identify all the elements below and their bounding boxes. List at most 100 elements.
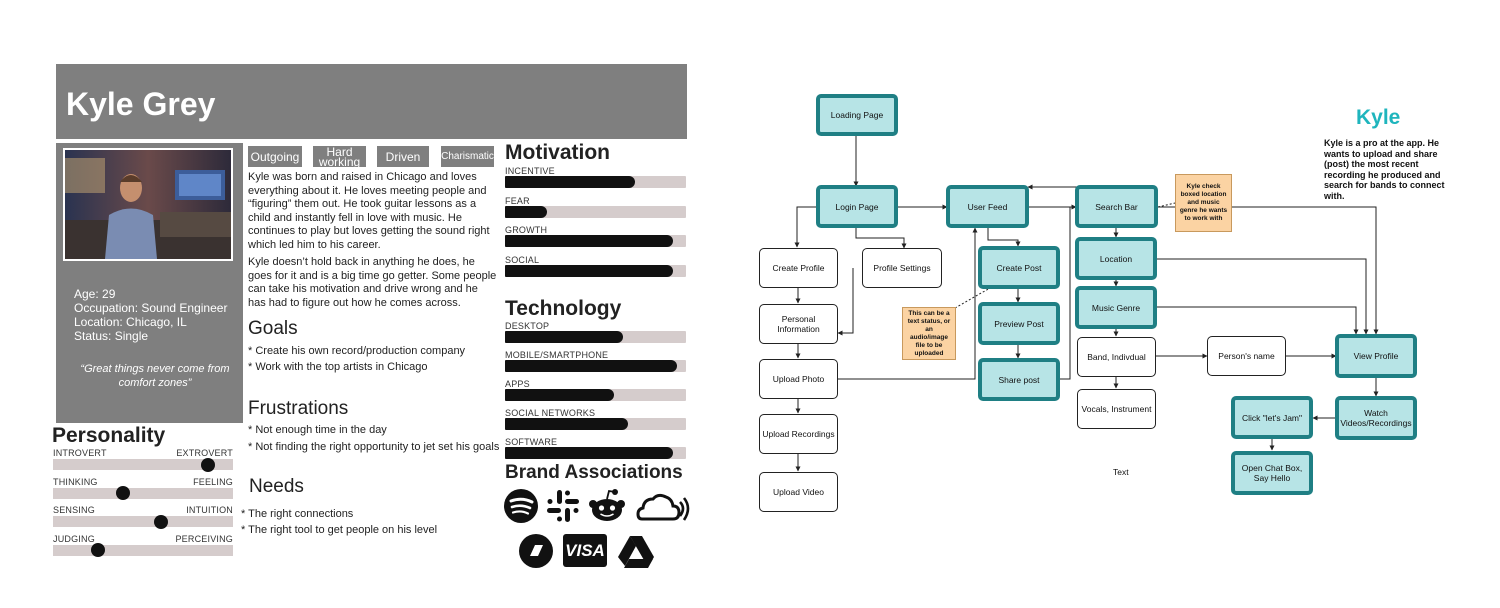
node-create-profile: Create Profile: [759, 248, 838, 288]
tag-outgoing: Outgoing: [248, 146, 302, 167]
spotify-icon: [504, 489, 538, 523]
personality-track: [53, 459, 233, 470]
personality-left-label: INTROVERT: [53, 448, 107, 458]
personality-right-label: FEELING: [193, 476, 233, 487]
node-watch-videos: Watch Videos/Recordings: [1335, 396, 1417, 440]
bar-label: FEAR: [505, 195, 530, 206]
persona-header: [56, 64, 687, 139]
node-user-feed: User Feed: [946, 185, 1029, 228]
personality-left-label: SENSING: [53, 505, 95, 515]
bar-fill: [505, 447, 674, 459]
bar-label: DESKTOP: [505, 321, 550, 331]
need-item: * The right tool to get people on his le…: [241, 524, 438, 536]
bar-label: SOFTWARE: [505, 437, 558, 447]
bar-track: [505, 264, 686, 277]
persona-location: Location: Chicago, IL: [74, 315, 187, 329]
personality-knob: [116, 486, 131, 500]
bar-track: [505, 331, 686, 343]
personality-track: [53, 544, 233, 556]
bar-fill: [505, 264, 674, 277]
brand-associations-title: Brand Associations: [505, 462, 683, 483]
bar-track: [505, 389, 686, 401]
bio-paragraph-2: Kyle doesn’t hold back in anything he do…: [248, 256, 497, 309]
node-loading-page: Loading Page: [816, 94, 898, 136]
google-drive-icon: [618, 536, 654, 568]
node-upload-video: Upload Video: [759, 472, 838, 512]
soundcloud-icon: [636, 493, 690, 521]
bar-label: MOBILE/SMARTPHONE: [505, 350, 609, 360]
frustration-item: * Not finding the right opportunity to j…: [248, 441, 500, 453]
persona-age: Age: 29: [74, 287, 116, 301]
needs-title: Needs: [249, 476, 304, 497]
node-upload-recordings: Upload Recordings: [759, 414, 838, 454]
bar-track: [505, 235, 686, 247]
goal-item: * Work with the top artists in Chicago: [248, 361, 428, 373]
bar-fill: [505, 418, 629, 430]
goal-item: * Create his own record/production compa…: [248, 345, 466, 357]
node-band-individual: Band, Indivdual: [1077, 337, 1156, 377]
node-music-genre: Music Genre: [1075, 286, 1157, 329]
bar-label: SOCIAL NETWORKS: [505, 408, 596, 418]
note-post-types: This can be a text status, or an audio/i…: [902, 307, 956, 360]
bar-track: [505, 176, 686, 188]
kyle-title: Kyle: [1356, 106, 1401, 129]
need-item: * The right connections: [241, 508, 354, 520]
node-preview-post: Preview Post: [978, 302, 1060, 345]
node-lets-jam: Click "let's Jam": [1231, 396, 1313, 439]
personality-left-label: THINKING: [53, 476, 98, 487]
bar-track: [505, 447, 686, 459]
personality-title: Personality: [52, 424, 166, 447]
persona-occupation: Occupation: Sound Engineer: [74, 301, 228, 315]
note-search-criteria: Kyle check boxed location and music genr…: [1175, 174, 1232, 232]
persona-quote: “Great things never come from comfort zo…: [80, 363, 230, 389]
node-search-bar: Search Bar: [1075, 185, 1158, 228]
node-create-post: Create Post: [978, 246, 1060, 289]
bio-paragraph-1: Kyle was born and raised in Chicago and …: [248, 171, 490, 251]
node-login-page: Login Page: [816, 185, 898, 228]
motivation-title: Motivation: [505, 141, 610, 164]
visa-text: VISA: [565, 540, 605, 560]
kyle-description: Kyle is a pro at the app. He wants to up…: [1324, 138, 1445, 201]
personality-left-label: JUDGING: [53, 533, 95, 544]
tidal-icon: [519, 534, 553, 568]
technology-title: Technology: [505, 297, 622, 320]
bar-fill: [505, 360, 677, 372]
node-upload-photo: Upload Photo: [759, 359, 838, 399]
personality-right-label: PERCEIVING: [175, 533, 233, 544]
bar-label: APPS: [505, 379, 530, 389]
node-share-post: Share post: [978, 358, 1060, 401]
personality-track: [53, 487, 233, 499]
frustrations-title: Frustrations: [248, 398, 349, 419]
tag-hard-working: Hard working: [313, 146, 366, 168]
bar-label: SOCIAL: [505, 254, 540, 265]
personality-right-label: INTUITION: [186, 505, 233, 515]
bar-fill: [505, 235, 674, 247]
bar-fill: [505, 205, 547, 218]
bar-label: INCENTIVE: [505, 166, 555, 176]
frustration-item: * Not enough time in the day: [248, 424, 387, 436]
goals-title: Goals: [248, 318, 298, 339]
personality-knob: [154, 514, 168, 529]
node-persons-name: Person's name: [1207, 336, 1286, 376]
node-personal-information: Personal Information: [759, 304, 838, 344]
visa-icon: VISA: [563, 534, 607, 567]
persona-status: Status: Single: [74, 329, 149, 343]
node-location: Location: [1075, 237, 1157, 280]
bar-label: GROWTH: [505, 225, 548, 235]
personality-track: [53, 516, 233, 527]
bar-fill: [505, 331, 623, 343]
bar-track: [505, 418, 686, 430]
bar-track: [505, 205, 686, 218]
bar-fill: [505, 389, 614, 401]
tag-charismatic: Charismatic: [441, 146, 494, 167]
tag-driven: Driven: [377, 146, 429, 167]
node-open-chat: Open Chat Box, Say Hello: [1231, 451, 1313, 495]
slack-icon: [547, 490, 579, 522]
personality-knob: [91, 543, 105, 557]
reddit-icon: [589, 489, 625, 521]
stray-text-label: Text: [1113, 467, 1129, 477]
node-profile-settings: Profile Settings: [862, 248, 942, 288]
personality-right-label: EXTROVERT: [176, 448, 233, 458]
bar-track: [505, 360, 686, 372]
